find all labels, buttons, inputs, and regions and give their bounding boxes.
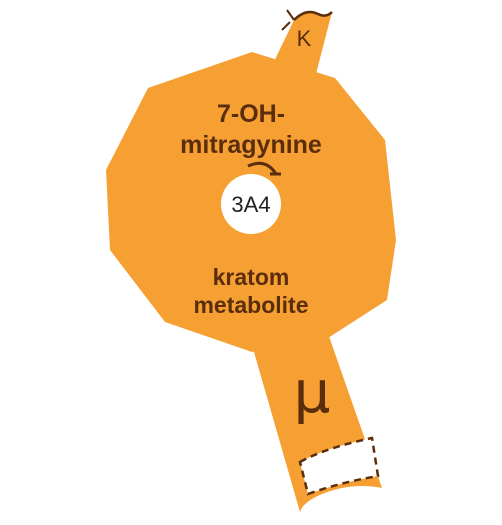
kappa-receptor-label: K bbox=[297, 26, 312, 51]
enzyme-circle bbox=[221, 174, 281, 234]
mu-receptor: μ bbox=[252, 322, 382, 512]
molecule-name-line1: 7-OH- bbox=[217, 100, 285, 128]
molecule-name-line2: mitragynine bbox=[180, 131, 322, 159]
kappa-receptor-outline bbox=[293, 10, 333, 21]
mu-receptor-binding-pocket bbox=[298, 436, 380, 496]
kappa-receptor: K bbox=[270, 9, 333, 74]
kappa-receptor-stem bbox=[270, 12, 332, 74]
enzyme-label: 3A4 bbox=[231, 192, 270, 217]
mu-receptor-label: μ bbox=[294, 358, 331, 426]
description-line1: kratom bbox=[213, 264, 290, 290]
metabolism-arrow bbox=[247, 161, 278, 175]
description-line2: metabolite bbox=[193, 292, 308, 318]
kappa-receptor-edge bbox=[281, 9, 295, 31]
